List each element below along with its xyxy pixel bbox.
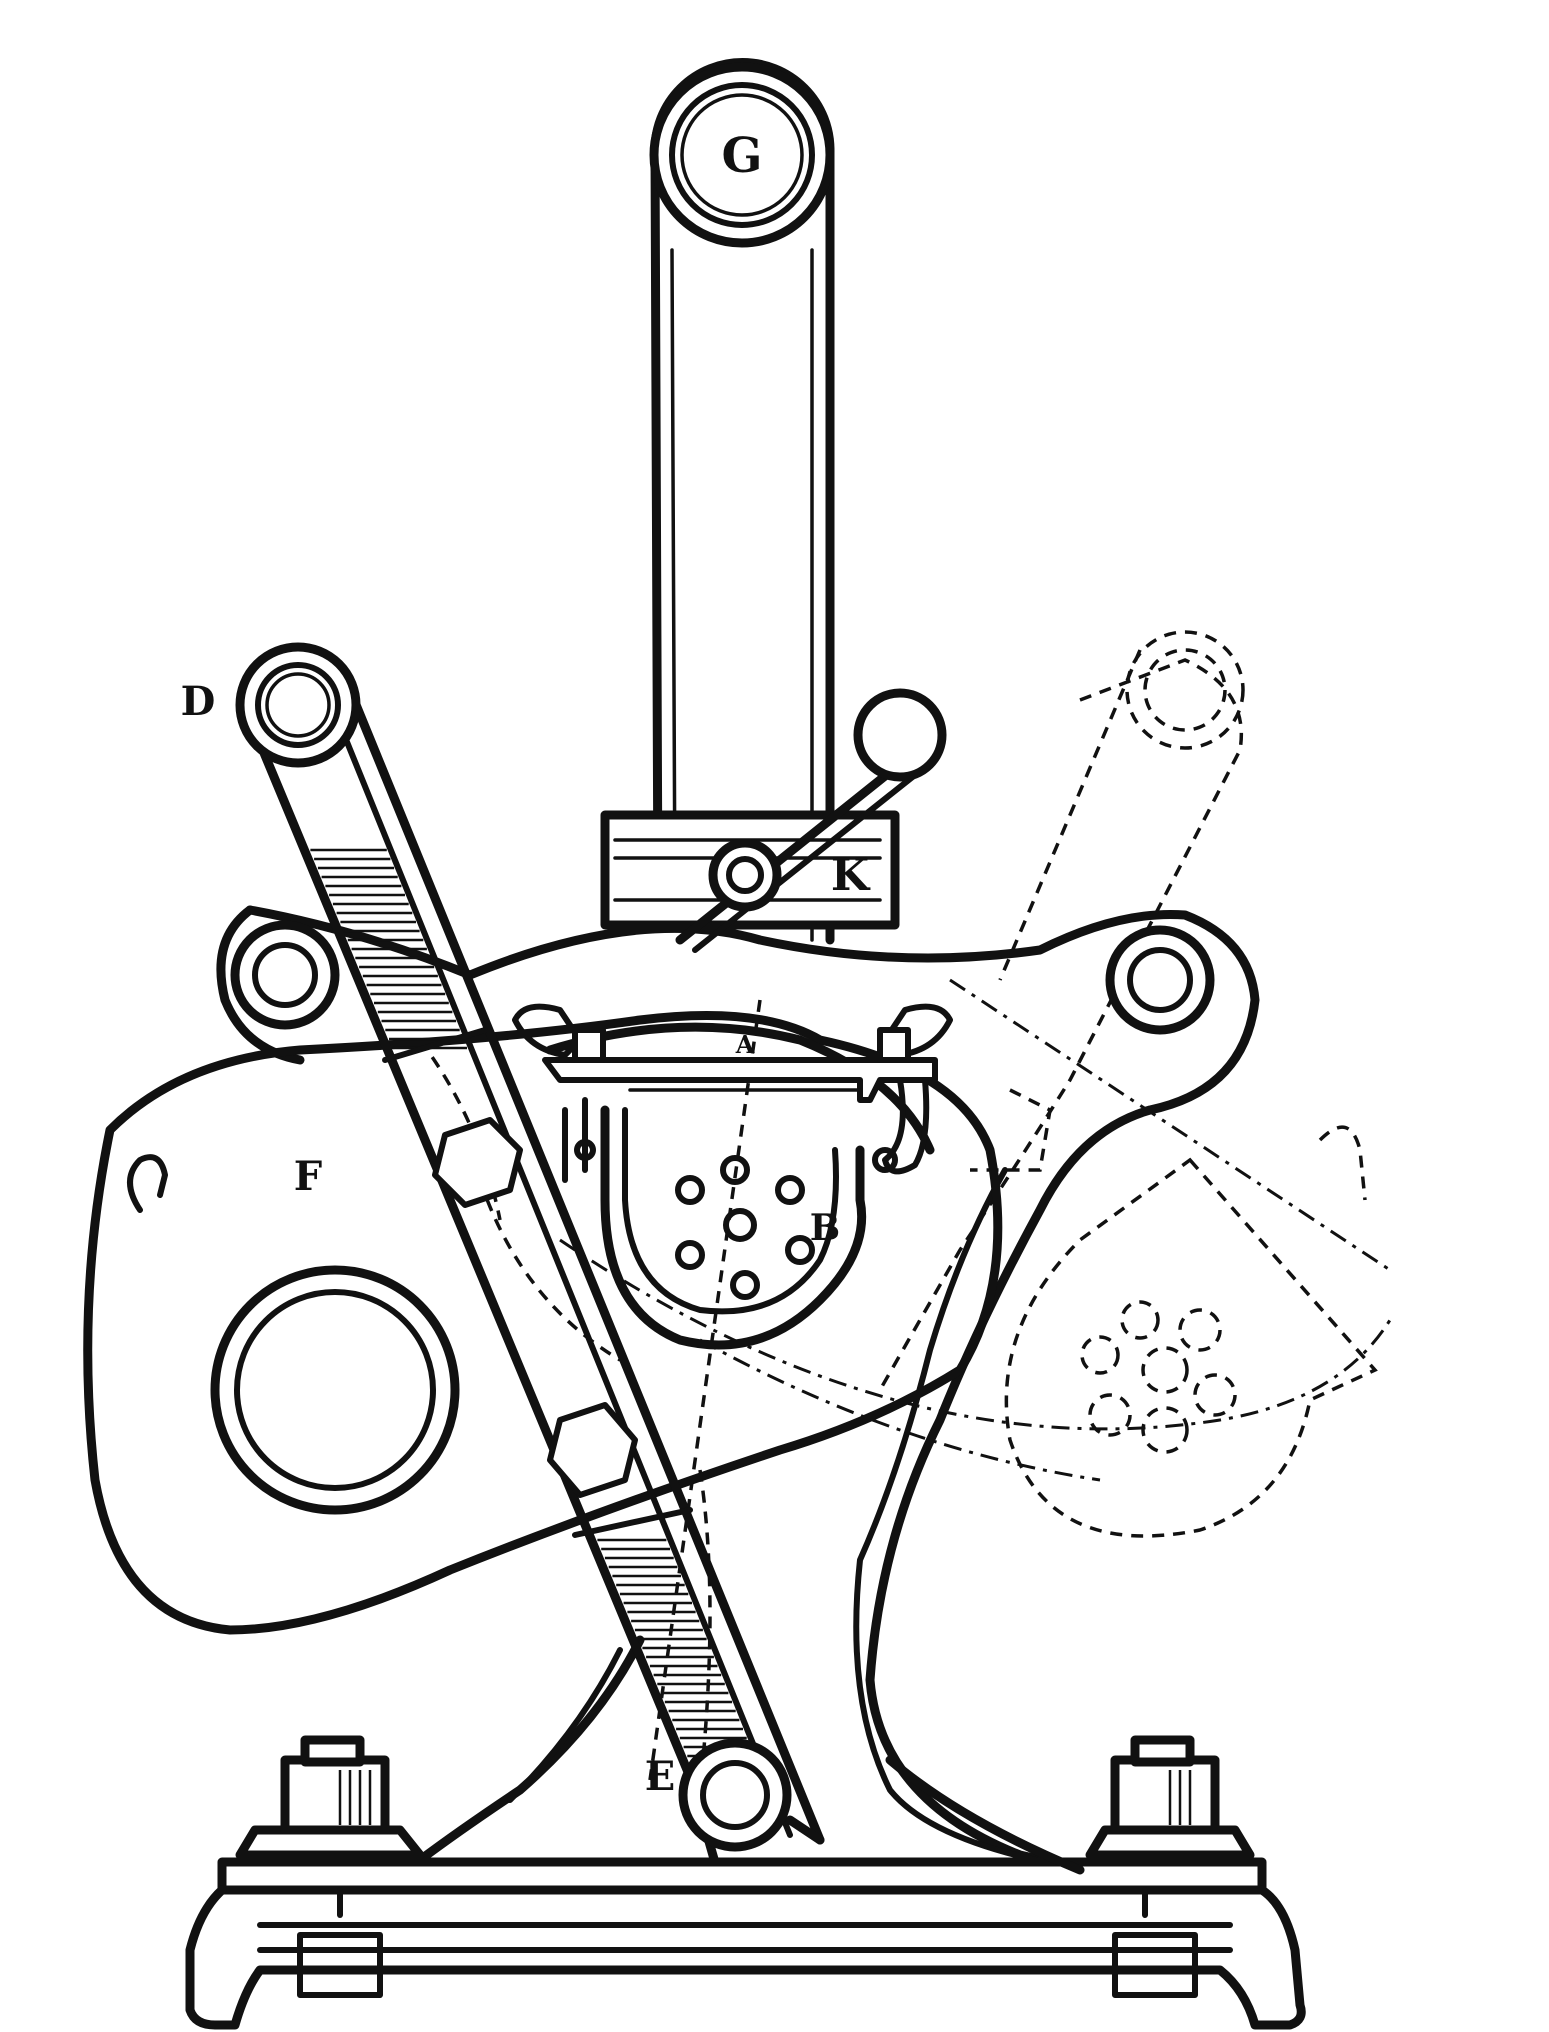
hex-nut-lower: [547, 1402, 638, 1498]
handle-knob: [853, 688, 947, 782]
label-d: D: [181, 678, 216, 725]
hatching: [310, 848, 467, 1050]
pivot-right: [1105, 925, 1215, 1035]
pulley-g: [649, 62, 835, 248]
clamp-pin: [708, 838, 782, 912]
pivot-left: [230, 920, 340, 1030]
label-f: F: [294, 1153, 322, 1200]
cam-plate-f: [83, 1011, 1003, 1635]
lever-d-e: [235, 642, 825, 1885]
housing-b: [512, 1003, 953, 1350]
label-b: B: [810, 1207, 840, 1249]
label-k: K: [831, 850, 871, 901]
label-g: G: [722, 128, 763, 184]
label-e: E: [645, 1753, 676, 1800]
pivot-e: [678, 1738, 792, 1852]
labels: G K D A B F E: [181, 128, 871, 1800]
bolt-right: [1110, 1755, 1220, 1835]
column-g: [649, 58, 835, 945]
clamp-k: [600, 688, 947, 953]
base: [185, 1735, 1306, 2030]
cam-bore: [210, 1265, 460, 1515]
label-a: A: [735, 1030, 755, 1059]
hex-nut-upper: [432, 1117, 523, 1208]
